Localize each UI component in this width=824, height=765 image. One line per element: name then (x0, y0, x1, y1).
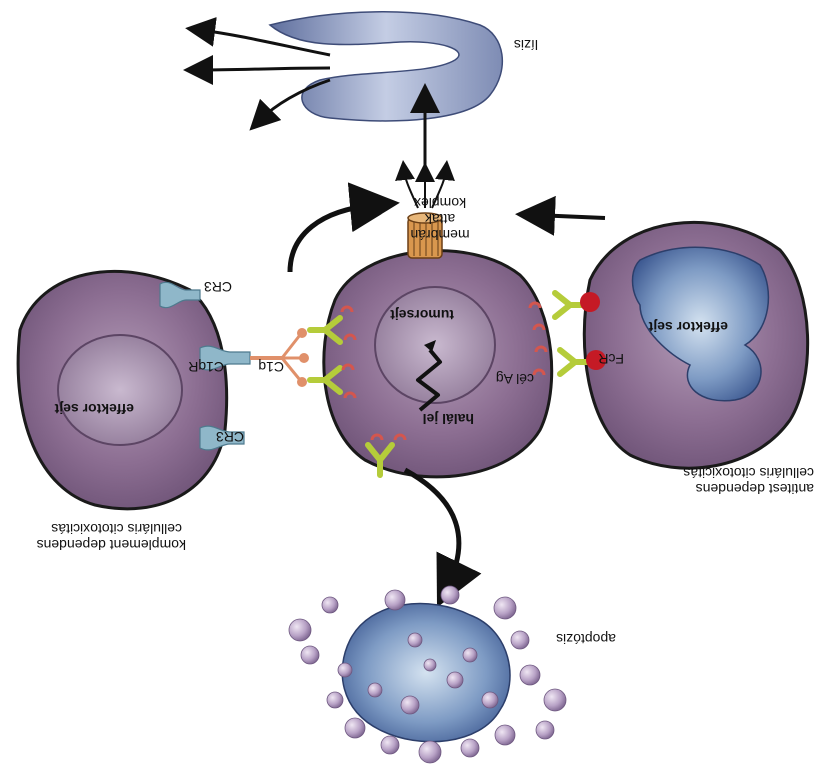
apoptotic-body (543, 688, 567, 712)
effector-cell-left (16, 269, 229, 511)
complement-label-line1: komplement dependens (36, 537, 186, 553)
apoptotic-body (535, 720, 555, 740)
apoptotic-body (493, 596, 517, 620)
effector-nucleus-left (57, 334, 183, 446)
antibody-left-upper (307, 315, 343, 345)
target-antigens (340, 301, 548, 441)
effector-cell-right-label: effektor sejt (648, 319, 728, 335)
apoptotic-body (418, 740, 442, 764)
cr3-receptor-top (159, 281, 201, 309)
antibody-right-lower (557, 347, 593, 377)
antibody-label-line2: celluláris citotoxicitás (683, 465, 814, 481)
fc-receptor-upper (580, 292, 600, 312)
apoptotic-body (446, 671, 464, 689)
antibody-right-upper (552, 290, 588, 320)
apoptotic-body (380, 735, 400, 755)
arrow-icon (287, 182, 400, 273)
lightning-icon (416, 348, 442, 412)
apoptotic-body (384, 589, 406, 611)
cr3-bottom-label: CR3 (215, 429, 244, 445)
c1q-complex (250, 328, 309, 387)
apoptotic-body (510, 630, 530, 650)
cr3-receptor-bottom (199, 425, 245, 451)
lysis-fragment (268, 11, 504, 122)
c1q-label: C1q (258, 359, 284, 375)
apoptotic-body (400, 695, 420, 715)
c1qr-label: C1qR (188, 359, 224, 375)
mac-label-line2: attak (424, 211, 456, 227)
mac-fan-arrows (395, 160, 455, 209)
apoptotic-body (423, 658, 437, 672)
antibody-bottom (365, 442, 395, 478)
apoptotic-body (288, 618, 312, 642)
antibody-left-lower (307, 365, 343, 395)
apoptotic-cell (341, 602, 511, 743)
arrow-icon (515, 195, 606, 236)
c1qr-receptor (199, 345, 251, 371)
apoptotic-body (460, 738, 480, 758)
membrane-attack-complex (407, 212, 443, 259)
target-ag-label: cél Ag (495, 371, 534, 387)
lysis-arrows (183, 16, 331, 131)
arrow-icon (249, 78, 331, 131)
apoptotic-body (367, 682, 383, 698)
lightning-icon (424, 340, 436, 352)
apoptotic-body (321, 596, 339, 614)
fc-receptor-lower (586, 350, 606, 370)
mac-label-line1: membrán (410, 227, 470, 243)
apoptotic-body (440, 585, 460, 605)
complement-label-line2: celluláris citotoxicitás (51, 521, 182, 537)
apoptotic-body (300, 645, 320, 665)
lysis-label: lízis (513, 37, 538, 53)
apoptotic-body (462, 647, 478, 663)
effector-nucleus-right (631, 246, 770, 402)
apoptotic-body (407, 632, 423, 648)
apoptotic-body (481, 691, 499, 709)
apoptotic-body (519, 664, 541, 686)
arrow-icon (431, 160, 455, 209)
mac-label-line3: komplex (413, 195, 467, 211)
effector-cell-right (582, 221, 810, 470)
tumor-cell-label: tumorsejt (390, 307, 454, 323)
apoptotic-body (344, 717, 366, 739)
fcr-label: FcR (598, 351, 624, 367)
effector-cell-left-label: effektor sejt (54, 401, 134, 417)
cr3-top-label: CR3 (203, 279, 232, 295)
death-signal-label: halál jel (422, 411, 474, 427)
apoptotic-body (337, 662, 353, 678)
apoptotic-body (326, 691, 344, 709)
arrow-icon (185, 16, 331, 57)
apoptotic-body (494, 724, 516, 746)
antibody-label-line1: antitest dependens (695, 481, 814, 497)
apoptotic-bodies (288, 585, 567, 764)
apoptosis-label: apoptózis (556, 631, 616, 647)
tumor-nucleus (374, 286, 496, 404)
arrow-icon (403, 467, 482, 608)
arrow-icon (183, 54, 331, 85)
arrow-icon (395, 160, 419, 209)
